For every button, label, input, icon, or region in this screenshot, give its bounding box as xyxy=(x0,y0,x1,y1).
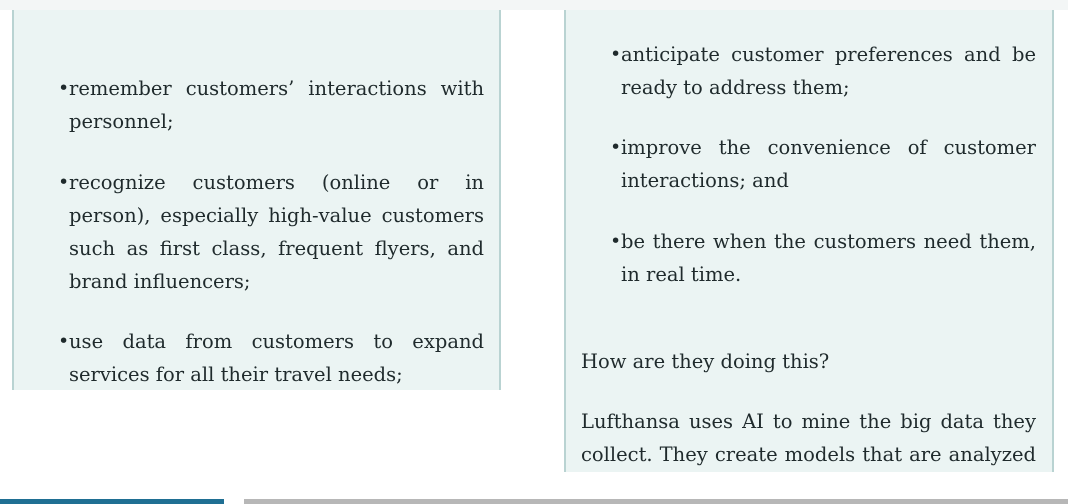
reading-progress-track[interactable] xyxy=(244,499,1068,504)
bullet-item: • be there when the customers need them,… xyxy=(610,225,1036,291)
bullet-dot-icon: • xyxy=(58,171,70,193)
bullet-dot-icon: • xyxy=(610,43,622,65)
bullet-item: • recognize customers (online or in pers… xyxy=(58,166,484,298)
reading-progress-fill xyxy=(0,499,224,504)
bullet-item: • improve the convenience of customer in… xyxy=(610,131,1036,197)
right-callout-panel xyxy=(564,10,1054,472)
bullet-item: • anticipate customer preferences and be… xyxy=(610,38,1036,104)
bullet-dot-icon: • xyxy=(58,330,70,352)
left-callout-panel xyxy=(12,10,501,390)
bullet-dot-icon: • xyxy=(58,77,70,99)
bullet-text: anticipate customer preferences and be r… xyxy=(621,43,1036,99)
bullet-item: • use data from customers to expand serv… xyxy=(58,325,484,391)
bullet-text: recognize customers (online or in person… xyxy=(69,171,484,293)
bullet-dot-icon: • xyxy=(610,136,622,158)
bullet-text: use data from customers to expand servic… xyxy=(69,330,484,386)
section-question: How are they doing this? xyxy=(581,350,830,373)
bullet-text: be there when the customers need them, i… xyxy=(621,230,1036,286)
bullet-text: remember customers’ interactions with pe… xyxy=(69,77,484,133)
bullet-text: improve the convenience of customer inte… xyxy=(621,136,1036,192)
top-strip xyxy=(0,0,1068,10)
body-paragraph: Lufthansa uses AI to mine the big data t… xyxy=(581,410,1036,466)
paragraph-viewport: Lufthansa uses AI to mine the big data t… xyxy=(581,405,1036,472)
bullet-dot-icon: • xyxy=(610,230,622,252)
bullet-item: • remember customers’ interactions with … xyxy=(58,72,484,138)
